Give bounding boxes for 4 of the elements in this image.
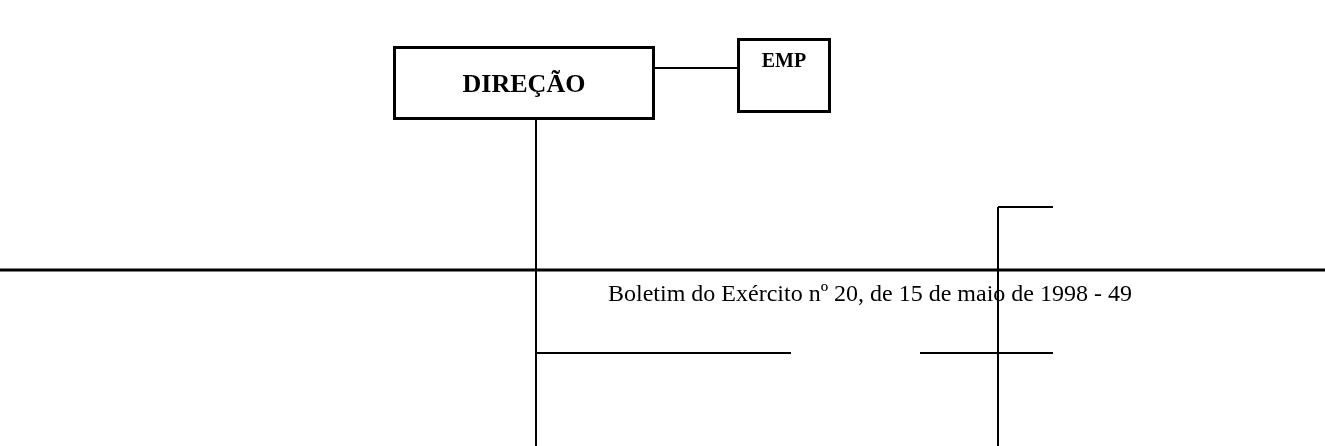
org-box: DIREÇÃO [393, 46, 655, 120]
org-box: EMP [737, 38, 831, 113]
connector-line [535, 119, 792, 446]
connector-line [654, 67, 738, 69]
